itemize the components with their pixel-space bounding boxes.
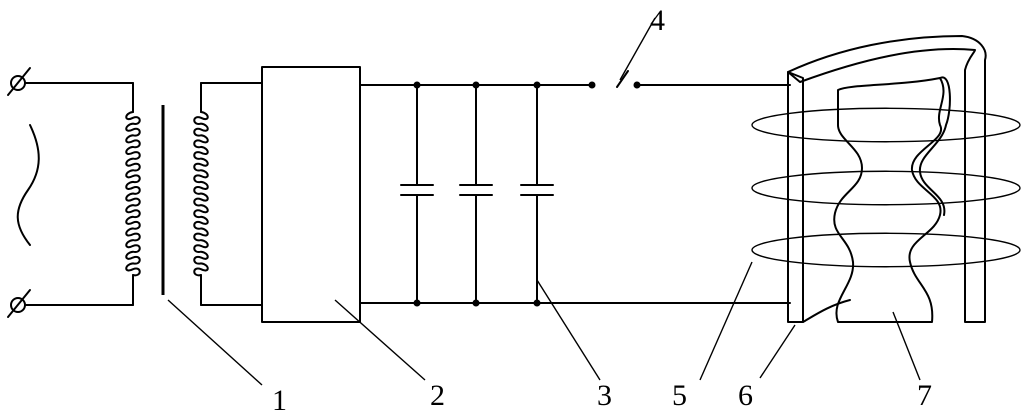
capacitor-1 (400, 81, 434, 307)
forming-die (833, 76, 951, 323)
rectifier-box (261, 66, 361, 323)
label-2: 2 (430, 379, 445, 412)
label-3: 3 (597, 379, 612, 412)
label-6: 6 (738, 379, 753, 412)
capacitor-bank (359, 81, 791, 307)
magnetic-field-lines-front (751, 124, 1021, 268)
ac-source (7, 67, 134, 318)
magnetic-field-lines (751, 107, 1021, 251)
label-5: 5 (672, 379, 687, 412)
label-4: 4 (650, 4, 665, 37)
secondary-coil (193, 111, 209, 277)
capacitor-3 (520, 81, 554, 307)
tube-workpiece (787, 35, 987, 323)
discharge-switch (588, 70, 791, 89)
ac-wave-icon (16, 124, 40, 246)
leader-lines (167, 17, 921, 386)
primary-coil (125, 111, 141, 277)
label-7: 7 (917, 379, 932, 412)
label-1: 1 (272, 384, 287, 417)
capacitor-2 (459, 81, 493, 307)
transformer (125, 82, 263, 306)
